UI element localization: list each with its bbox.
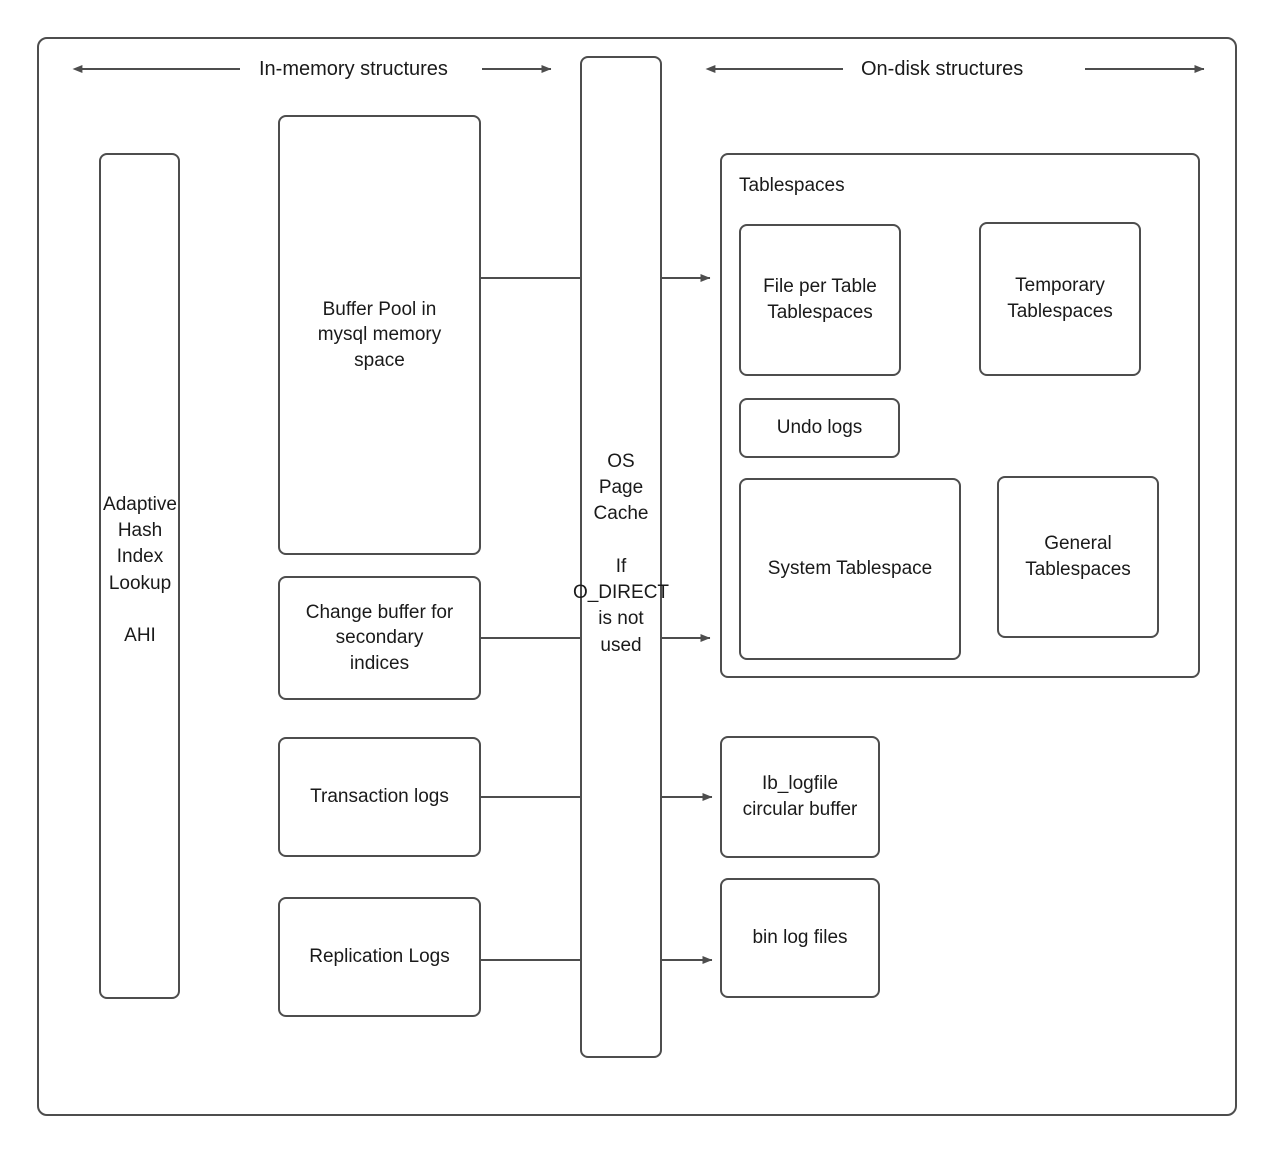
node-undo-logs[interactable]: Undo logs <box>739 398 900 458</box>
group-tablespaces-title: Tablespaces <box>739 175 845 196</box>
band-label-on-disk: On-disk structures <box>855 58 1030 81</box>
diagram-outer-frame <box>37 37 1237 1116</box>
node-ib-logfile[interactable]: Ib_logfile circular buffer <box>720 736 880 858</box>
node-system-tablespace[interactable]: System Tablespace <box>739 478 961 660</box>
node-transaction-logs[interactable]: Transaction logs <box>278 737 481 857</box>
node-bin-log-files[interactable]: bin log files <box>720 878 880 998</box>
node-general-tablespaces[interactable]: General Tablespaces <box>997 476 1159 638</box>
band-label-in-memory: In-memory structures <box>253 58 454 81</box>
node-adaptive-hash-index[interactable] <box>99 153 180 999</box>
node-temporary-tablespaces[interactable]: Temporary Tablespaces <box>979 222 1141 376</box>
node-file-per-table-tablespaces[interactable]: File per Table Tablespaces <box>739 224 901 376</box>
node-os-page-cache[interactable] <box>580 56 662 1058</box>
node-replication-logs[interactable]: Replication Logs <box>278 897 481 1017</box>
node-buffer-pool[interactable]: Buffer Pool in mysql memory space <box>278 115 481 555</box>
node-change-buffer[interactable]: Change buffer for secondary indices <box>278 576 481 700</box>
